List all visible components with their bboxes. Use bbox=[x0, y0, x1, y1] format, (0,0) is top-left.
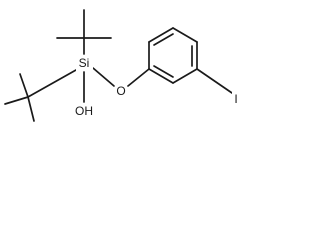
ring-bond-5 bbox=[172, 68, 198, 84]
lower-tert-butyl-group bbox=[4, 69, 77, 122]
ring-bond-2 bbox=[148, 27, 174, 43]
ether-oxygen-label: O bbox=[116, 84, 125, 98]
benzene-ring bbox=[148, 27, 198, 84]
iodine-label: I bbox=[234, 92, 237, 106]
silicon-label: Si bbox=[79, 56, 90, 70]
ring-bond-6 bbox=[148, 68, 174, 84]
upper-tert-butyl-group bbox=[56, 9, 112, 55]
chemical-structure-diagram: Si O OH I bbox=[4, 9, 240, 122]
bond-lower-methyl-bottom bbox=[27, 96, 35, 122]
ring-double-bond-inner-3 bbox=[153, 65, 174, 78]
bond-si-lower-quaternary-carbon bbox=[27, 69, 77, 98]
atom-label-hydroxyl: OH bbox=[74, 103, 95, 118]
atom-label-si: Si bbox=[76, 55, 93, 71]
atom-label-ether-oxygen: O bbox=[115, 84, 127, 98]
atom-label-iodine: I bbox=[232, 92, 240, 106]
bond-aryl-iodine bbox=[196, 68, 233, 94]
bond-lower-methyl-left bbox=[4, 96, 29, 105]
ring-double-bond-inner-1 bbox=[153, 33, 174, 46]
bond-oxygen-aryl bbox=[127, 68, 150, 87]
bond-si-ether-oxygen bbox=[92, 67, 115, 87]
hydroxyl-label: OH bbox=[75, 104, 93, 118]
ring-bond-3 bbox=[172, 27, 198, 43]
bond-lower-methyl-top bbox=[19, 73, 29, 98]
